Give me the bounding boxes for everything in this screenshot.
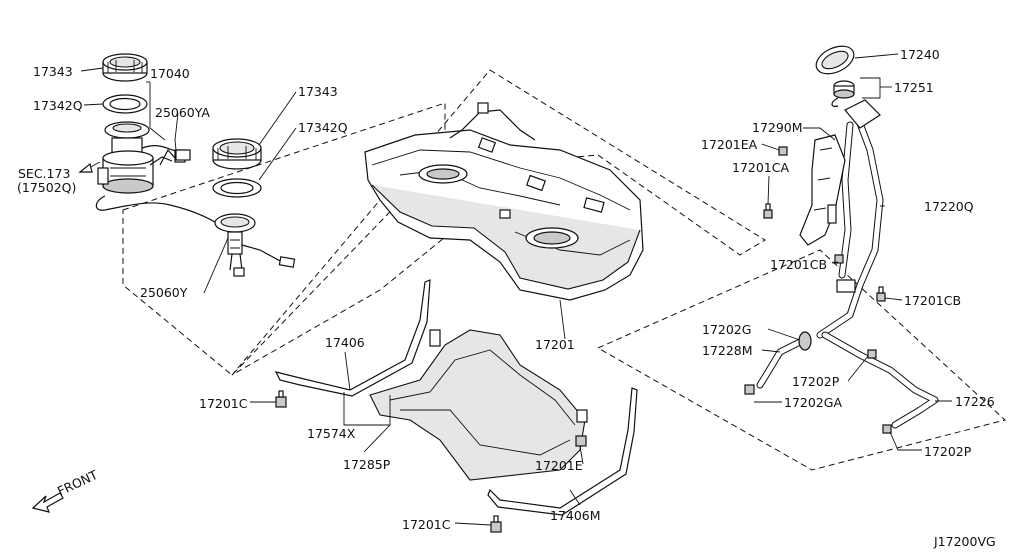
front-label: FRONT [55, 467, 100, 499]
leader-lines [80, 53, 952, 526]
label-17201cb-right: 17201CB [904, 293, 961, 308]
label-17202g: 17202G [702, 322, 751, 337]
label-17202p-lower: 17202P [924, 444, 972, 459]
label-25060y: 25060Y [140, 285, 188, 300]
fuel-pump-module [97, 121, 186, 194]
gasket-upper-left [102, 94, 148, 114]
label-17201c-left: 17201C [199, 396, 248, 411]
label-17201cb-upper: 17201CB [770, 257, 827, 272]
label-17342q-left: 17342Q [33, 98, 83, 113]
label-17226: 17226 [955, 394, 995, 409]
label-25060ya: 25060YA [155, 105, 210, 120]
lock-ring-center [212, 138, 262, 170]
bolt-17201c-bottom [490, 515, 502, 533]
clamp-17202ga [744, 384, 755, 395]
label-17406: 17406 [325, 335, 365, 350]
fuel-tank [364, 102, 644, 301]
label-17502q: (17502Q) [17, 180, 76, 195]
label-17228m: 17228M [702, 343, 753, 358]
label-17343-center: 17343 [298, 84, 338, 99]
label-17202p-upper: 17202P [792, 374, 840, 389]
label-17406m: 17406M [550, 508, 601, 523]
label-17201ea: 17201EA [701, 137, 758, 152]
gasket-center [212, 178, 262, 198]
label-17201e: 17201E [535, 458, 583, 473]
pump-harness [95, 195, 226, 229]
sec-arrow-head [78, 162, 93, 173]
label-17202ga: 17202GA [784, 395, 842, 410]
pump-assembly-boundary [122, 102, 446, 376]
tank-strap-rear [487, 387, 638, 516]
label-17201ca: 17201CA [732, 160, 789, 175]
label-17290m: 17290M [752, 120, 803, 135]
label-17574x: 17574X [307, 426, 356, 441]
lock-ring-upper-left [102, 53, 148, 82]
label-17342q-center: 17342Q [298, 120, 348, 135]
filler-bracket [799, 134, 846, 246]
label-17240: 17240 [900, 47, 940, 62]
label-17251: 17251 [894, 80, 934, 95]
filler-tube [816, 99, 884, 339]
label-17201c-bottom: 17201C [402, 517, 451, 532]
label-17220q: 17220Q [924, 199, 974, 214]
filler-hose [756, 331, 812, 389]
bolt-17201cb-upper [834, 254, 844, 264]
filler-cap-tether [831, 80, 855, 107]
filler-cap [815, 45, 855, 75]
heat-insulator [369, 329, 588, 481]
filler-assembly-boundary [596, 249, 1007, 471]
diagram-id: J17200VG [933, 534, 996, 549]
vent-tube [821, 331, 939, 434]
label-17040: 17040 [150, 66, 190, 81]
label-sec-173: SEC.173 [18, 166, 70, 181]
label-17201: 17201 [535, 337, 575, 352]
bolt-17201cb-right [876, 286, 886, 302]
bolt-17201ea [778, 146, 788, 156]
label-17343-upper-left: 17343 [33, 64, 73, 79]
label-17285p: 17285P [343, 457, 391, 472]
clip-17201e [575, 435, 587, 447]
bolt-17201c-left [275, 390, 287, 408]
bolt-17201ca [763, 203, 773, 219]
front-arrow [31, 492, 64, 513]
fuel-level-sender-lower [214, 213, 296, 277]
fuel-level-sender-upper [159, 148, 191, 166]
